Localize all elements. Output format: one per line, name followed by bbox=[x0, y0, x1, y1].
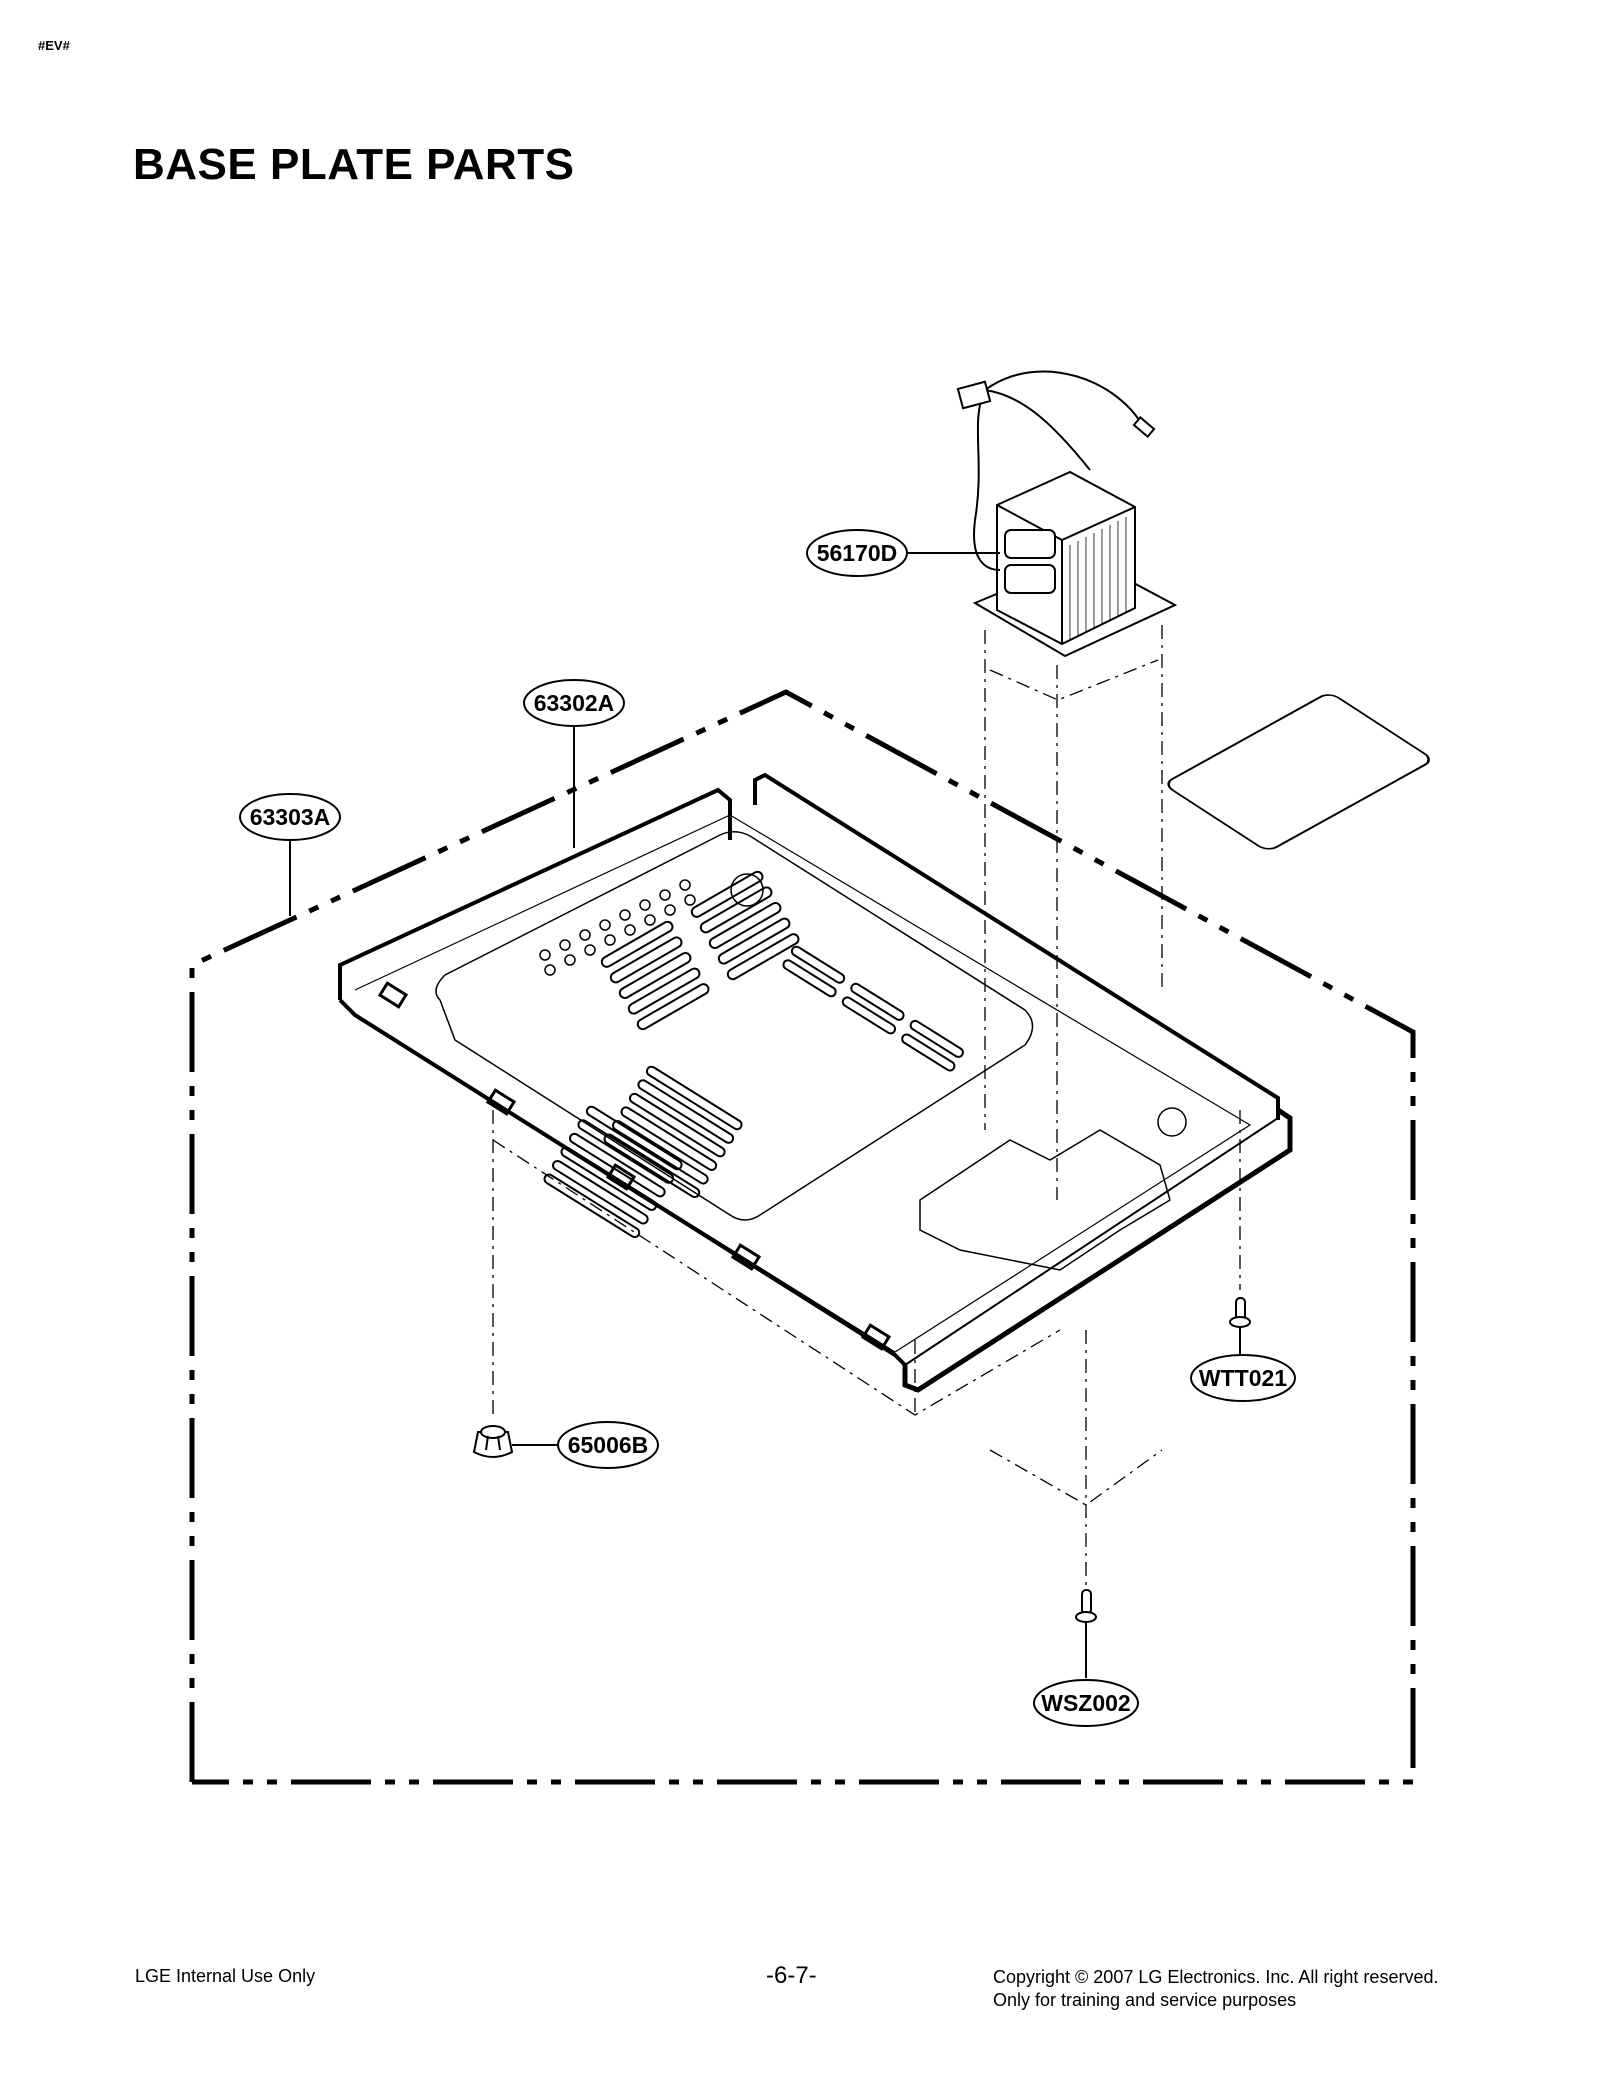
transformer-56170D bbox=[956, 370, 1178, 658]
vent-holes bbox=[539, 879, 696, 976]
callout-63302A: 63302A bbox=[523, 679, 625, 727]
screw-WTT021 bbox=[1229, 1297, 1251, 1328]
callout-WTT021: WTT021 bbox=[1190, 1354, 1296, 1402]
page-number: -6-7- bbox=[766, 1962, 817, 1989]
training-notice: Only for training and service purposes bbox=[993, 1990, 1297, 2010]
vent-slots bbox=[543, 870, 964, 1239]
callout-label: WTT021 bbox=[1199, 1365, 1287, 1391]
base-plate-63302A bbox=[338, 694, 1430, 1393]
foot-65006B bbox=[472, 1425, 514, 1458]
footer-copyright: Copyright © 2007 LG Electronics. Inc. Al… bbox=[993, 1966, 1438, 2012]
footer-internal-use: LGE Internal Use Only bbox=[135, 1966, 316, 1986]
screw-WSZ002 bbox=[1075, 1589, 1097, 1623]
callout-63303A: 63303A bbox=[239, 793, 341, 841]
callout-label: 56170D bbox=[817, 540, 898, 566]
callout-label: 63302A bbox=[534, 690, 615, 716]
callout-65006B: 65006B bbox=[557, 1421, 659, 1469]
page-title: BASE PLATE PARTS bbox=[133, 140, 575, 189]
document-code: #EV# bbox=[38, 38, 70, 53]
callout-label: WSZ002 bbox=[1041, 1690, 1130, 1716]
copyright-line: Copyright © 2007 LG Electronics. Inc. Al… bbox=[993, 1967, 1439, 1987]
projection-lines bbox=[492, 625, 1241, 1590]
callout-WSZ002: WSZ002 bbox=[1033, 1679, 1139, 1727]
callout-label: 65006B bbox=[568, 1432, 649, 1458]
callout-label: 63303A bbox=[250, 804, 331, 830]
callout-56170D: 56170D bbox=[806, 529, 908, 577]
assembly-boundary bbox=[189, 689, 1416, 1785]
leader-lines bbox=[289, 552, 1241, 1678]
